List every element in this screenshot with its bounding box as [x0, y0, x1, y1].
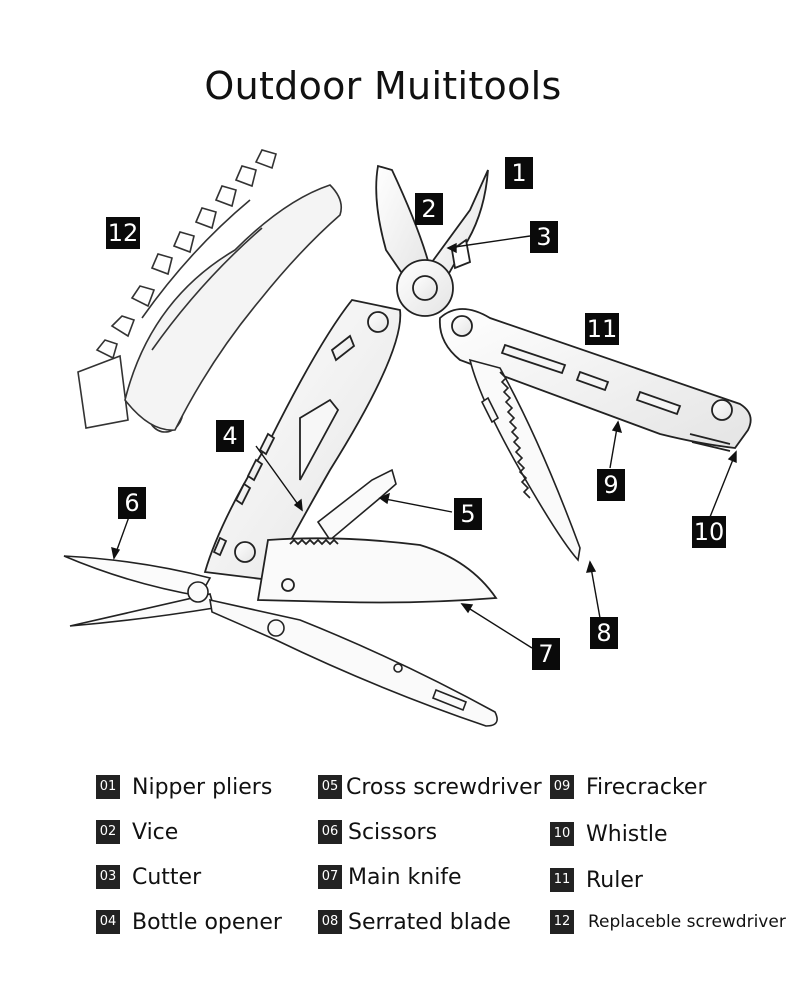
legend-number: 06 [318, 820, 342, 844]
legend-item-cutter: 03 Cutter [96, 862, 201, 892]
callout-10: 10 [692, 516, 726, 548]
legend-label: Vice [132, 819, 179, 845]
serrated-blade [468, 358, 581, 562]
pliers-jaws [375, 164, 489, 317]
legend-number: 09 [550, 775, 574, 799]
cross-screwdriver-tip [316, 468, 397, 542]
scissors [63, 555, 216, 627]
legend-item-cross-screwdriver: 05 Cross screwdriver [318, 772, 542, 802]
legend-item-nipper-pliers: 01 Nipper pliers [96, 772, 272, 802]
legend-number: 12 [550, 910, 574, 934]
right-handle-ruler [438, 308, 752, 452]
legend-label: Scissors [348, 819, 438, 845]
legend-item-replaceble-screwdriver: 12 Replaceble screwdriver [550, 907, 786, 937]
callout-6: 6 [118, 487, 146, 519]
callout-5: 5 [454, 498, 482, 530]
callout-12: 12 [106, 217, 140, 249]
legend-label: Nipper pliers [132, 774, 273, 800]
legend-item-bottle-opener: 04 Bottle opener [96, 907, 282, 937]
legend-label: Firecracker [586, 774, 707, 800]
legend-number: 07 [318, 865, 342, 889]
legend-label: Serrated blade [348, 909, 511, 935]
legend-label: Cutter [132, 864, 202, 890]
legend-number: 10 [550, 822, 574, 846]
legend-number: 03 [96, 865, 120, 889]
legend-number: 05 [318, 775, 342, 799]
callout-9: 9 [597, 469, 625, 501]
legend-label: Replaceble screwdriver [588, 912, 786, 932]
legend-label: Whistle [586, 821, 668, 847]
replaceable-bit-set [77, 149, 343, 433]
legend-item-ruler: 11 Ruler [550, 865, 643, 895]
legend-number: 01 [96, 775, 120, 799]
legend-number: 11 [550, 868, 574, 892]
legend-label: Bottle opener [132, 909, 282, 935]
callout-8: 8 [590, 617, 618, 649]
legend-number: 08 [318, 910, 342, 934]
callout-2: 2 [415, 193, 443, 225]
callout-11: 11 [585, 313, 619, 345]
main-knife [256, 537, 498, 604]
legend-number: 04 [96, 910, 120, 934]
callout-3: 3 [530, 221, 558, 253]
lower-arm [209, 598, 498, 727]
legend-label: Main knife [348, 864, 462, 890]
legend-item-whistle: 10 Whistle [550, 819, 668, 849]
diagram-title: Outdoor Muititools [204, 64, 562, 108]
callout-1: 1 [505, 157, 533, 189]
legend-label: Cross screwdriver [346, 774, 542, 800]
legend-item-main-knife: 07 Main knife [318, 862, 462, 892]
multitool-illustration [63, 149, 752, 727]
callout-7: 7 [532, 638, 560, 670]
left-handle [203, 299, 402, 581]
legend-item-vice: 02 Vice [96, 817, 178, 847]
leader-lines [111, 235, 737, 649]
legend-item-firecracker: 09 Firecracker [550, 772, 707, 802]
legend-label: Ruler [586, 867, 643, 893]
legend-number: 02 [96, 820, 120, 844]
legend-item-serrated-blade: 08 Serrated blade [318, 907, 511, 937]
legend-item-scissors: 06 Scissors [318, 817, 437, 847]
callout-4: 4 [216, 420, 244, 452]
